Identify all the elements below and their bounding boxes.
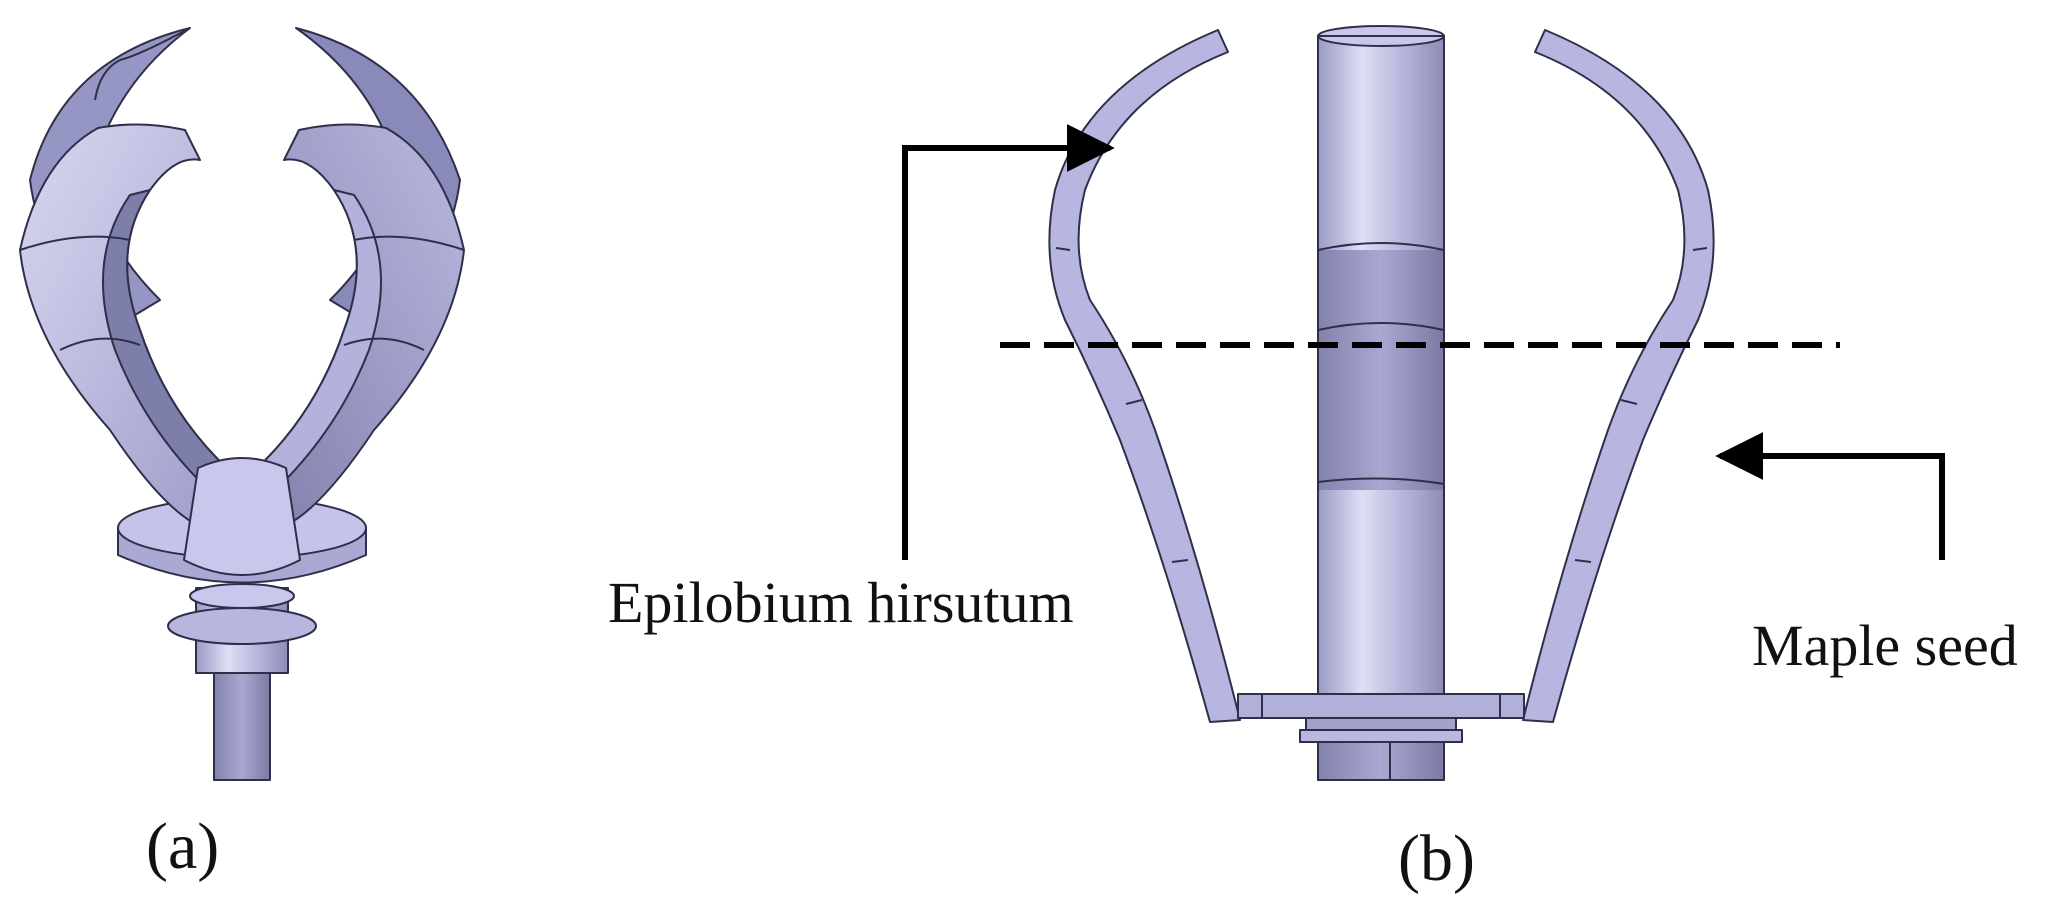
panel-b-model xyxy=(1048,25,1715,781)
blade-right xyxy=(1522,29,1715,723)
base-plate xyxy=(1237,693,1525,719)
label-epilobium-hirsutum: Epilobium hirsutum xyxy=(608,570,1074,635)
blade-left xyxy=(1048,29,1241,723)
label-maple-seed: Maple seed xyxy=(1752,613,2018,678)
panel-a-model xyxy=(19,27,465,781)
caption-panel-a: (a) xyxy=(146,810,219,883)
shaft xyxy=(213,659,271,781)
lower-shaft xyxy=(1317,741,1445,781)
hub-flange xyxy=(167,607,317,645)
caption-panel-b: (b) xyxy=(1398,822,1475,895)
arrow-epilobium xyxy=(902,124,1115,560)
center-cup xyxy=(183,457,301,576)
arrow-maple xyxy=(1715,432,1945,560)
